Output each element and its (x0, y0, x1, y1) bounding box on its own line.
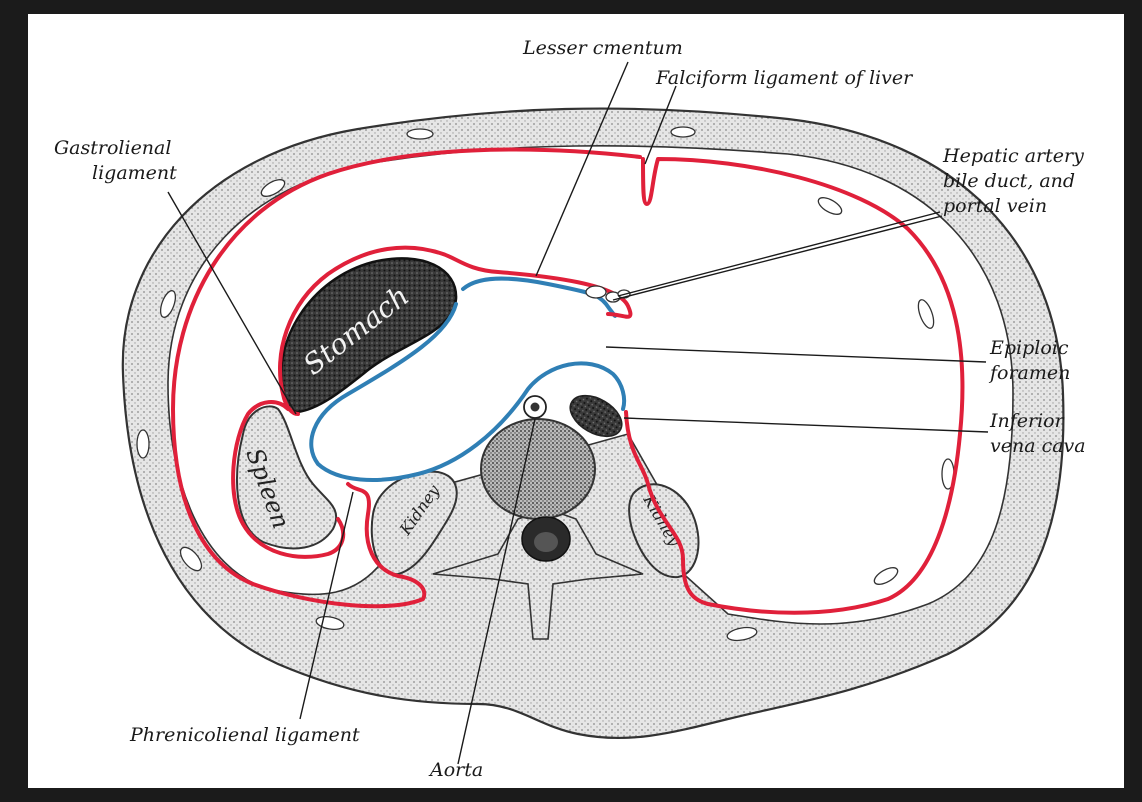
labels: Lesser cmentum Falciform ligament of liv… (54, 37, 1086, 781)
diagram-svg: Kidney Kidney Stomach Spleen (54, 37, 1086, 781)
label-hepatic-3: portal vein (943, 195, 1047, 217)
label-hepatic-1: Hepatic artery (942, 145, 1084, 167)
spleen: Spleen (236, 405, 338, 550)
label-epiploic-2: foramen (988, 362, 1070, 384)
aorta (523, 395, 547, 419)
label-ivc-2: vena cava (990, 435, 1086, 457)
label-phrenicolienal: Phrenicolienal ligament (129, 724, 360, 746)
label-epiploic-1: Epiploic (989, 337, 1069, 359)
label-hepatic-2: bile duct, and (943, 170, 1075, 192)
label-gastrolienal-2: ligament (92, 162, 177, 184)
vertebra (432, 418, 644, 640)
left-kidney: Kidney (370, 470, 458, 576)
leader-lines (167, 61, 989, 765)
label-aorta: Aorta (428, 759, 483, 781)
label-ivc-1: Inferior (989, 410, 1066, 432)
anatomy-diagram: Kidney Kidney Stomach Spleen (28, 14, 1124, 788)
label-lesser-omentum: Lesser cmentum (522, 37, 683, 59)
label-gastrolienal-1: Gastrolienal (54, 137, 171, 159)
greater-sac-peritoneum (171, 147, 965, 615)
body-wall-vessels (136, 126, 955, 642)
inferior-vena-cava (569, 394, 623, 438)
label-falciform-ligament: Falciform ligament of liver (655, 67, 914, 89)
